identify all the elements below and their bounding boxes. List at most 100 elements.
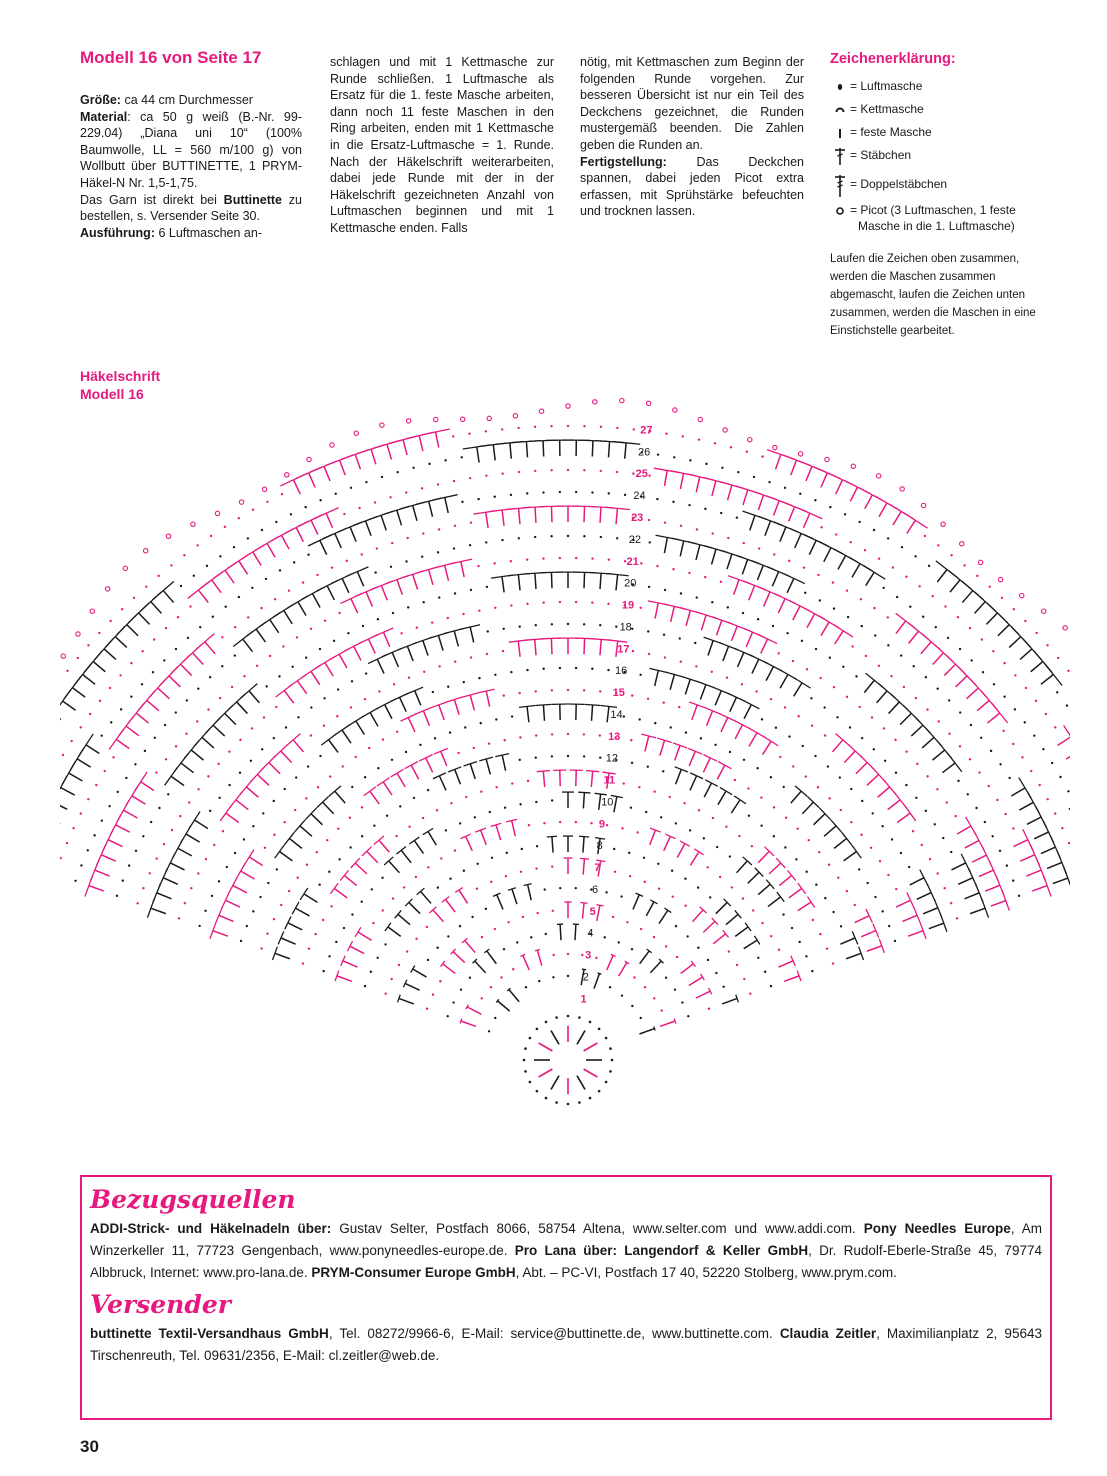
stitch-top (597, 972, 602, 975)
stitch-mark (699, 684, 707, 700)
chain-dot (590, 888, 593, 891)
stitch-mark (742, 489, 749, 506)
chain-dot (405, 560, 408, 563)
stitch-mark (700, 614, 707, 631)
chain-dot (599, 469, 602, 473)
stitch-mark (599, 639, 602, 656)
chain-dot (268, 654, 272, 658)
chain-dot (819, 932, 822, 936)
stitch-mark (997, 624, 1010, 637)
chain-dot (1061, 826, 1064, 830)
stitch-mark (613, 796, 618, 813)
chain-dot (282, 645, 285, 648)
stitch-top (665, 833, 676, 840)
chain-dot (872, 748, 876, 751)
chain-dot (688, 571, 691, 575)
stitch-mark (711, 480, 717, 497)
diagram-label-line1: Häkelschrift (80, 368, 161, 384)
chain-dot (60, 856, 62, 860)
chain-dot (421, 555, 424, 558)
stitch-mark (877, 786, 891, 798)
stitch-mark (452, 951, 466, 964)
chain-dot (485, 585, 489, 589)
stitch-mark (413, 690, 422, 706)
chain-dot (174, 647, 178, 651)
chain-dot (949, 901, 953, 905)
stitch-top (947, 753, 963, 773)
stitch-top (363, 786, 377, 797)
stitch-top (858, 946, 865, 961)
chain-dot (774, 726, 778, 729)
picot-mark (824, 456, 830, 463)
chain-dot (837, 876, 840, 879)
chain-dot (944, 605, 947, 608)
chain-dot (404, 750, 408, 754)
chain-dot (208, 809, 212, 813)
chain-dot (980, 736, 983, 739)
chain-dot (210, 894, 214, 898)
chain-dot (348, 816, 352, 819)
chain-dot (633, 976, 636, 979)
chain-dot (877, 557, 881, 560)
chain-dot (391, 541, 394, 545)
chain-dot (217, 880, 221, 883)
stitch-mark (741, 559, 749, 575)
chain-dot (749, 992, 752, 995)
stitch-mark (581, 902, 585, 919)
chain-dot (250, 727, 254, 730)
chain-dot (533, 425, 537, 429)
chain-dot (683, 802, 686, 805)
chain-dot (936, 788, 939, 791)
stitch-top (865, 908, 873, 923)
chain-dot (566, 688, 570, 692)
stitch-top (919, 869, 929, 887)
chain-dot (406, 536, 409, 540)
stitch-mark (496, 894, 504, 910)
chain-dot (319, 499, 322, 502)
chain-dot (287, 889, 291, 893)
stitch-mark (295, 907, 310, 917)
stitch-mark (179, 663, 193, 677)
chain-dot (520, 847, 523, 851)
chain-dot (1044, 712, 1048, 716)
chain-dot (869, 846, 873, 849)
chain-dot (454, 660, 457, 663)
chain-dot (87, 797, 90, 801)
chain-dot (647, 630, 650, 633)
chain-dot (832, 685, 836, 689)
double-crochet-icon (835, 148, 845, 165)
stitch-mark (726, 484, 733, 501)
stitch-top (904, 805, 917, 822)
picot-mark (459, 416, 466, 423)
chain-dot (760, 718, 764, 721)
chain-dot (322, 918, 325, 922)
chain-dot (640, 495, 643, 498)
chain-dot (204, 909, 207, 912)
chain-dot (738, 834, 741, 838)
stitch-top (700, 973, 705, 981)
stitch-top (893, 791, 907, 808)
chain-dot (459, 988, 463, 991)
chain-dot (507, 921, 510, 924)
chain-dot (603, 936, 606, 939)
chain-dot (617, 941, 620, 944)
round-number: 1 (580, 993, 586, 1005)
stitch-top (871, 767, 886, 783)
legend-title: Zeichenerklärung: (830, 51, 956, 67)
yarn-text-c: zu bestellen, s. Versender Seite 30. (80, 192, 302, 224)
chain-dot (730, 886, 734, 889)
chain-dot (552, 953, 555, 957)
stitch-mark (464, 836, 473, 852)
chain-dot (391, 611, 395, 615)
chain-dot (337, 827, 340, 830)
stitch-mark (792, 605, 801, 621)
chain-dot (831, 962, 835, 965)
stitch-top (665, 671, 684, 678)
chain-dot (494, 606, 497, 610)
stitch-mark (1008, 636, 1022, 649)
chain-dot (267, 881, 270, 885)
chain-dot (805, 955, 808, 958)
center-stitch (576, 1075, 586, 1090)
center-stitch (550, 1075, 560, 1090)
stitch-mark (957, 877, 974, 885)
